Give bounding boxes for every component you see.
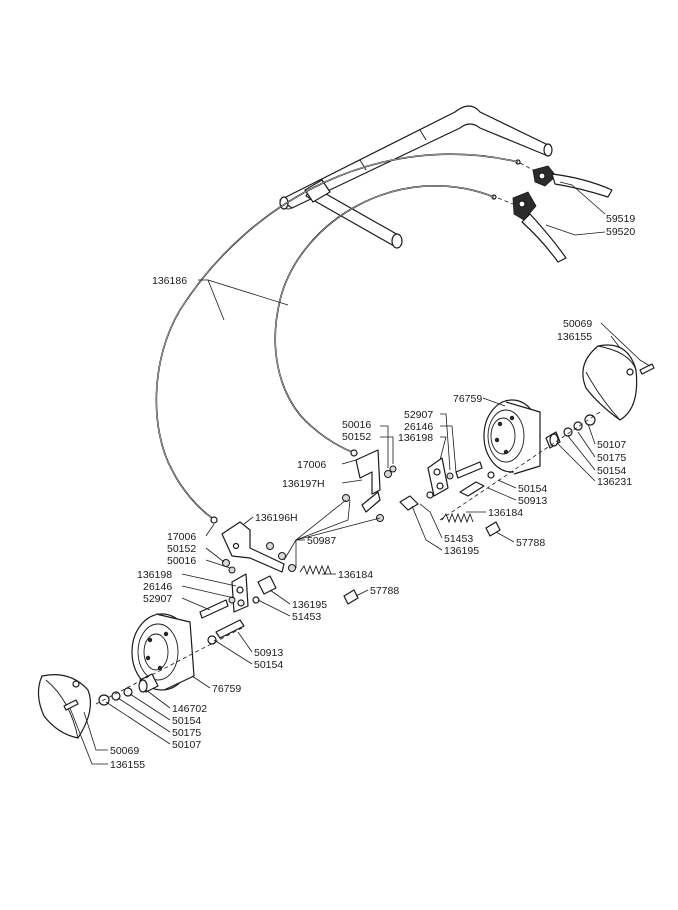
label-50987: 50987 (307, 535, 336, 547)
label-136155-right: 136155 (557, 331, 592, 343)
label-136186: 136186 (152, 275, 187, 287)
label-136231: 136231 (597, 476, 632, 488)
label-76759-right: 76759 (453, 393, 482, 405)
right-spring-136184 (441, 512, 474, 524)
label-26146-left: 26146 (143, 581, 172, 593)
right-cover-136155 (582, 344, 655, 421)
label-50175-left: 50175 (172, 727, 201, 739)
label-136198-left: 136198 (137, 569, 172, 581)
right-arm-136198 (427, 457, 449, 497)
label-59519: 59519 (606, 213, 635, 225)
right-drum-76759 (483, 399, 541, 475)
label-50913-right: 50913 (518, 495, 547, 507)
leader-lines (69, 181, 651, 765)
label-50913-left: 50913 (254, 647, 283, 659)
label-50107-left: 50107 (172, 739, 201, 751)
label-50016-right: 50016 (342, 419, 371, 431)
label-136197H: 136197H (282, 478, 325, 490)
left-bracket-136196H (221, 521, 285, 573)
label-146702: 146702 (172, 703, 207, 715)
label-50069-right: 50069 (563, 318, 592, 330)
label-136195-right: 136195 (444, 545, 479, 557)
label-51453-right: 51453 (444, 533, 473, 545)
label-136184-right: 136184 (488, 507, 523, 519)
brake-cables (155, 153, 519, 524)
label-136198-right: 136198 (398, 432, 433, 444)
label-57788-right: 57788 (516, 537, 545, 549)
callout-labels: 59519 59520 136186 50069 136155 76759 52… (110, 213, 635, 771)
label-136196H: 136196H (255, 512, 298, 524)
label-52907-right: 52907 (404, 409, 433, 421)
label-76759-left: 76759 (212, 683, 241, 695)
left-drum-76759 (131, 613, 195, 691)
right-hub-parts (439, 411, 601, 521)
left-arm-136198 (231, 573, 249, 613)
label-136155-left: 136155 (110, 759, 145, 771)
label-17006-left: 17006 (167, 531, 196, 543)
label-17006-right: 17006 (297, 459, 326, 471)
label-59520: 59520 (606, 226, 635, 238)
right-bracket-136197H (355, 449, 381, 513)
label-50154-right-b: 50154 (518, 483, 547, 495)
label-50152-left: 50152 (167, 543, 196, 555)
left-spring-136184 (299, 564, 332, 576)
right-small-parts (342, 461, 501, 537)
label-50152-right: 50152 (342, 431, 371, 443)
label-51453-left: 51453 (292, 611, 321, 623)
label-50154-left-b: 50154 (172, 715, 201, 727)
label-57788-left: 57788 (370, 585, 399, 597)
label-52907-left: 52907 (143, 593, 172, 605)
left-cover-136155 (37, 674, 91, 739)
label-50154-right-a: 50154 (597, 465, 626, 477)
label-50107-right: 50107 (597, 439, 626, 451)
label-26146-right: 26146 (404, 421, 433, 433)
label-136184-left: 136184 (338, 569, 373, 581)
label-50016-left: 50016 (167, 555, 196, 567)
brake-lever-upper (515, 159, 613, 198)
label-50154-left-a: 50154 (254, 659, 283, 671)
left-small-parts (199, 542, 359, 645)
brake-lever-lower (491, 191, 567, 263)
label-50175-right: 50175 (597, 452, 626, 464)
label-50069-left: 50069 (110, 745, 139, 757)
handlebar (279, 105, 553, 249)
label-136195-left: 136195 (292, 599, 327, 611)
